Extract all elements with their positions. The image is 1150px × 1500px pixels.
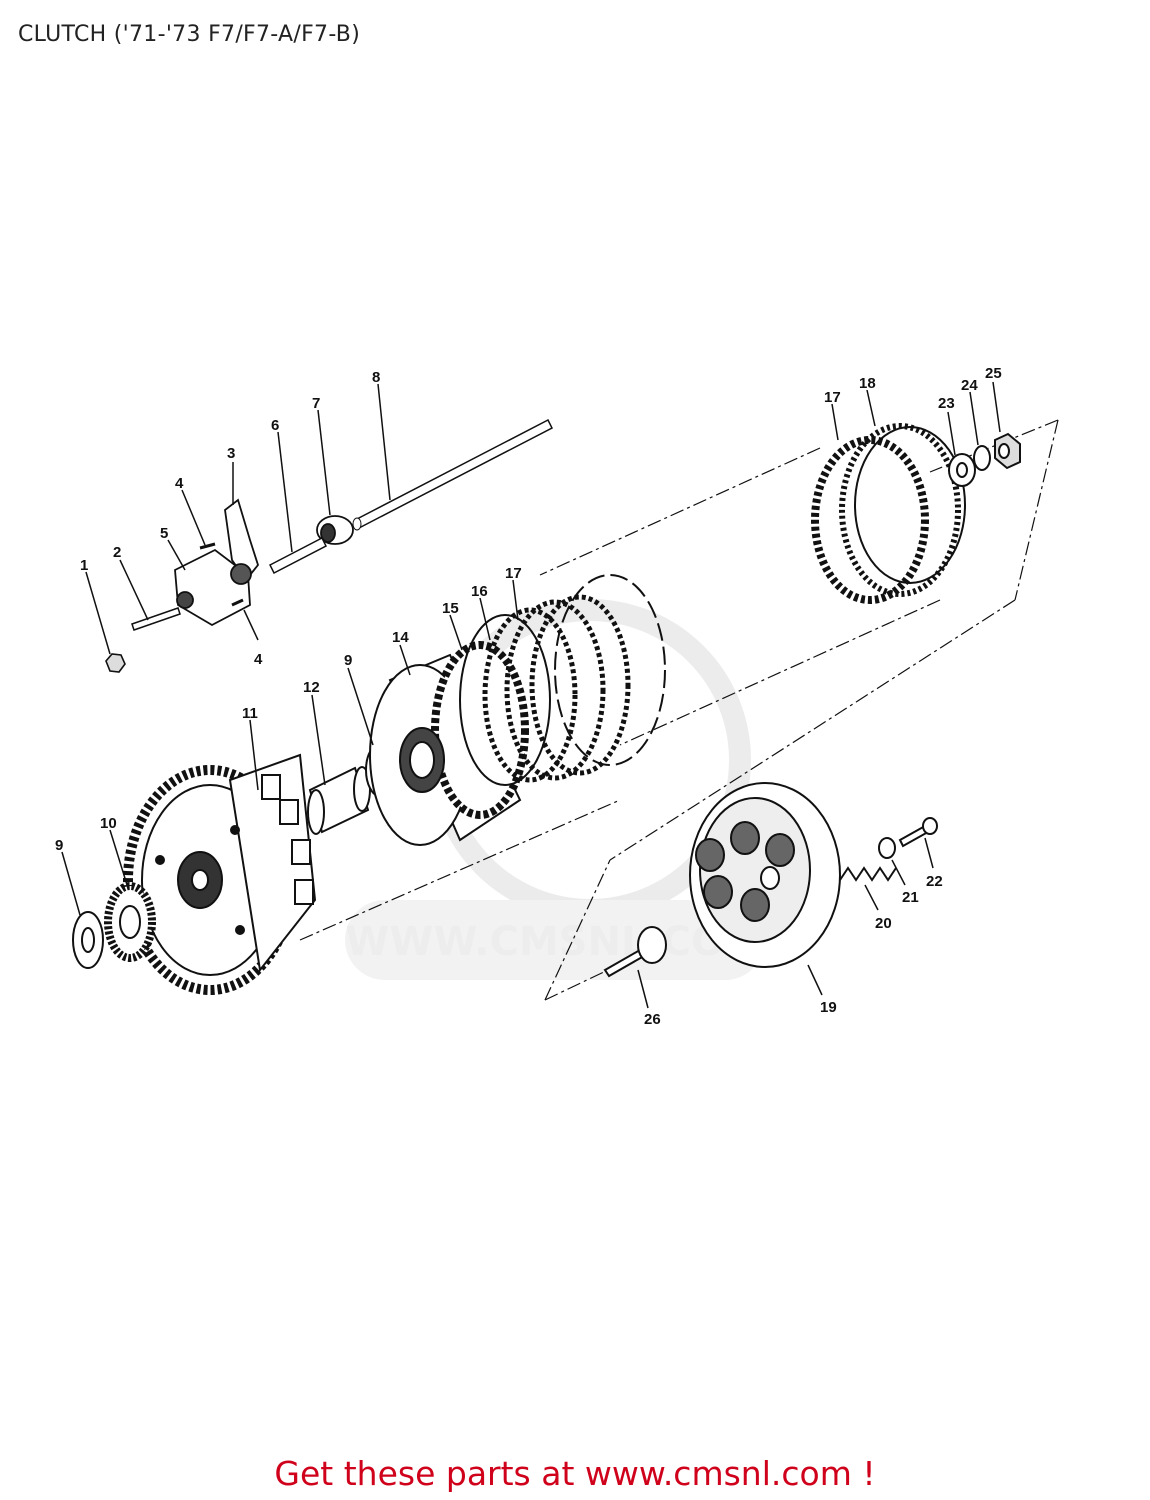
- callout-9-left: 9: [55, 837, 63, 854]
- pin-part-2: [131, 607, 181, 631]
- ball-part-7: [316, 515, 354, 545]
- callout-21: 21: [902, 889, 919, 906]
- rod-part-6: [268, 536, 328, 575]
- callout-20: 20: [875, 915, 892, 932]
- washer-part-23: [948, 453, 976, 487]
- gear-part-10: [104, 882, 156, 962]
- friction-plates-stack: [459, 574, 666, 786]
- callout-4-bottom: 4: [254, 651, 263, 668]
- bolt-part-22: [898, 817, 938, 848]
- callout-25: 25: [985, 365, 1002, 382]
- callout-1: 1: [80, 557, 88, 574]
- callout-18: 18: [859, 375, 876, 392]
- page-title: CLUTCH ('71-'73 F7/F7-A/F7-B): [18, 22, 361, 47]
- watermark-text: WWW.CMSNL.COM: [345, 919, 765, 965]
- callout-8: 8: [372, 369, 380, 386]
- callout-5: 5: [160, 525, 168, 542]
- callout-15: 15: [442, 600, 459, 617]
- sleeve-part-12: [307, 766, 371, 835]
- callout-3: 3: [227, 445, 235, 462]
- callout-26: 26: [644, 1011, 661, 1028]
- callout-2: 2: [113, 544, 121, 561]
- callout-leaders: [61, 381, 1001, 1009]
- callout-6: 6: [271, 417, 279, 434]
- pushrod-part-26: [603, 926, 667, 978]
- clutch-hub-part-14: [369, 641, 529, 846]
- pressure-plate-part-19: [689, 782, 841, 968]
- callout-22: 22: [926, 873, 943, 890]
- washer-part-24: [973, 445, 991, 471]
- callout-19: 19: [820, 999, 837, 1016]
- washer-part-21: [878, 837, 896, 859]
- callout-16: 16: [471, 583, 488, 600]
- clutch-housing-part-11: [123, 753, 317, 995]
- callout-24: 24: [961, 377, 978, 394]
- callout-4-top: 4: [175, 475, 184, 492]
- callout-7: 7: [312, 395, 320, 412]
- footer-link[interactable]: Get these parts at www.cmsnl.com !: [274, 1454, 876, 1493]
- callout-11: 11: [242, 705, 258, 722]
- callout-17-top: 17: [824, 389, 841, 406]
- callout-labels: 1 2 3 4 4 5 6 7 8 9 9 10 11 12 14 15 16 …: [55, 365, 1002, 1028]
- callout-14: 14: [392, 629, 409, 646]
- nut-part-25: [994, 432, 1021, 470]
- callout-17-middle: 17: [505, 565, 522, 582]
- release-lever-assembly: [174, 498, 260, 627]
- clutch-discs-part-17-18: [811, 423, 966, 604]
- callout-9-middle: 9: [344, 652, 352, 669]
- callout-23: 23: [938, 395, 955, 412]
- washer-part-9-left: [72, 911, 104, 969]
- pushrod-part-8: [352, 418, 554, 531]
- callout-12: 12: [303, 679, 320, 696]
- spring-part-20: [839, 866, 897, 882]
- nut-part-1: [105, 653, 126, 673]
- callout-10: 10: [100, 815, 117, 832]
